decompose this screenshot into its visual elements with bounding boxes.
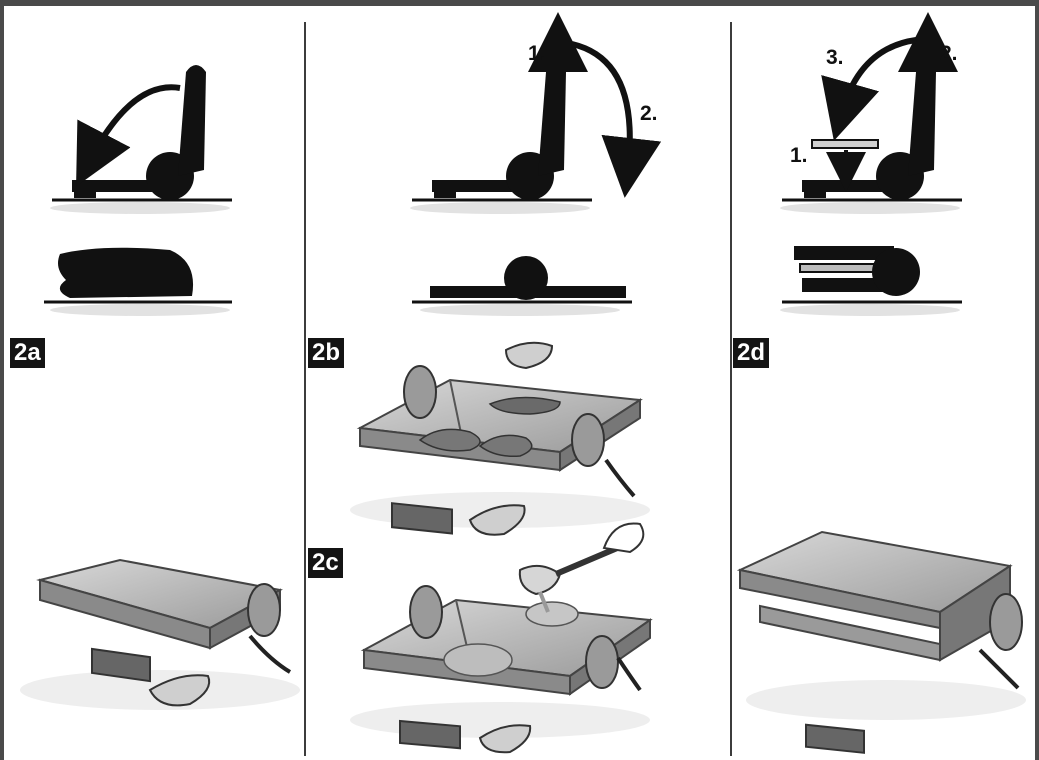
grill-open-silhouette-b — [410, 12, 662, 214]
step-label-d-2: 2. — [940, 42, 958, 65]
column-divider-2 — [730, 22, 732, 756]
panel-label-2c: 2c — [308, 548, 343, 578]
grill-closed-raised-d — [736, 530, 1026, 754]
panel-label-2b: 2b — [308, 338, 345, 368]
grill-closed-silhouette-a — [44, 247, 232, 316]
step-label-d-3: 3. — [826, 46, 844, 69]
grill-flat-silhouette-b — [412, 256, 632, 316]
step-label-d-1: 1. — [790, 144, 808, 167]
grill-closed-drawing-a — [20, 558, 300, 710]
grill-open-silhouette-a — [50, 65, 232, 214]
step-label-b-1: 1. — [528, 42, 546, 65]
panel-label-2a: 2a — [10, 338, 45, 368]
grill-closed-silhouette-d — [780, 246, 962, 316]
grill-open-with-batter-c — [350, 522, 653, 754]
grill-open-silhouette-d — [780, 12, 962, 214]
column-divider-1 — [304, 22, 306, 756]
panel-label-2d: 2d — [733, 338, 770, 368]
grill-open-with-meat-b — [350, 341, 650, 536]
step-label-b-2: 2. — [640, 102, 658, 125]
